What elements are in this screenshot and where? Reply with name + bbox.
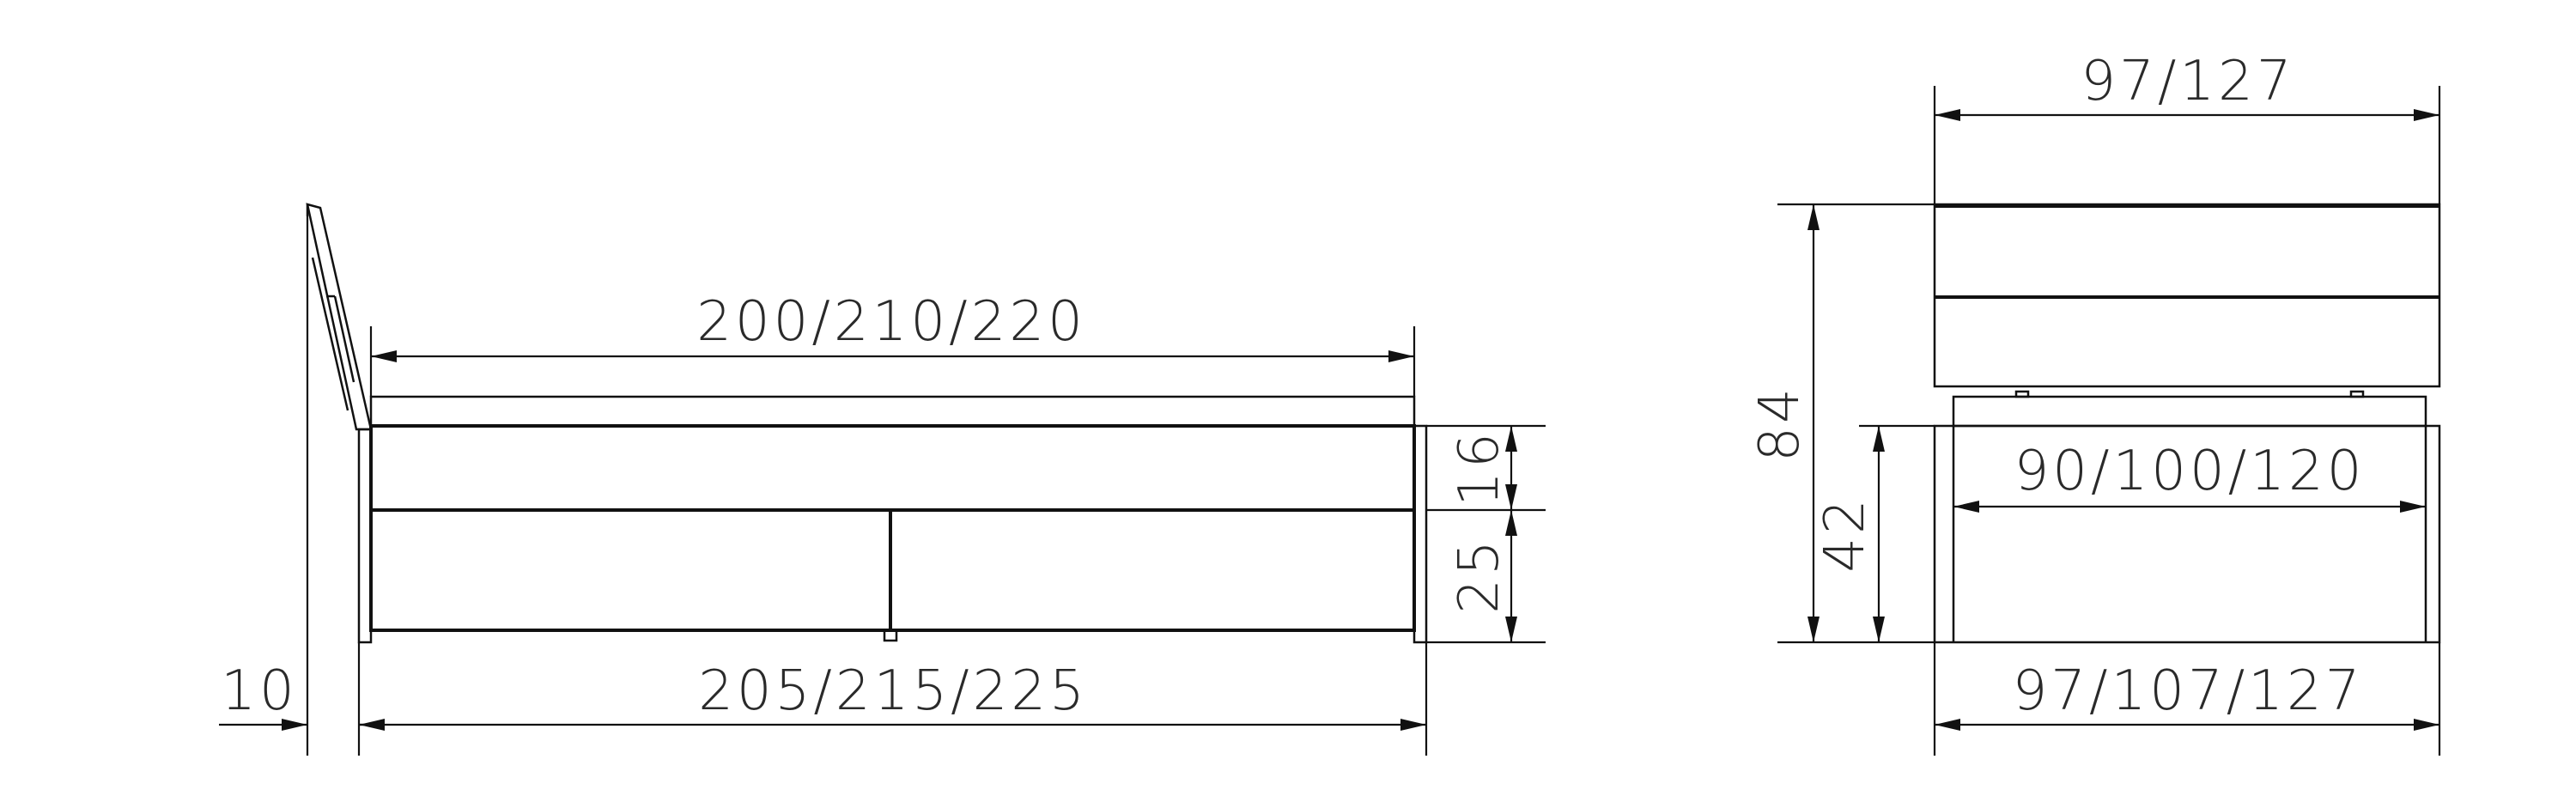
dim-total-height: 84 — [1748, 203, 1935, 644]
dim-outer-length-label: 205/215/225 — [698, 659, 1088, 723]
front-base — [1933, 424, 2441, 644]
foot-post — [1413, 424, 1428, 644]
front-headboard — [1933, 203, 2441, 388]
front-view: 97/127 90/100/120 97/107/127 84 — [1748, 50, 2441, 756]
dim-outer-length: 205/215/225 — [357, 642, 1428, 756]
dim-vertical-side: 16 25 — [1426, 424, 1546, 644]
dim-mattress-height-label: 16 — [1448, 429, 1511, 506]
headboard — [306, 203, 373, 431]
dim-front-base-height-label: 42 — [1814, 495, 1877, 572]
dim-bottom-width-label: 97/107/127 — [2013, 659, 2364, 723]
dim-bottom-width: 97/107/127 — [1933, 642, 2441, 756]
side-view: 200/210/220 205/215/225 10 — [219, 203, 1546, 756]
dim-inner-length-label: 200/210/220 — [696, 290, 1086, 354]
dim-top-width: 97/127 — [1933, 50, 2441, 204]
dim-top-width-label: 97/127 — [2081, 50, 2294, 113]
dim-inner-width: 90/100/120 — [1953, 440, 2426, 513]
dim-total-height-label: 84 — [1748, 385, 1812, 461]
dim-leg-offset-label: 10 — [221, 659, 297, 723]
dim-inner-width-label: 90/100/120 — [2014, 440, 2366, 503]
dim-inner-length: 200/210/220 — [369, 290, 1416, 397]
mattress — [369, 395, 1416, 512]
dim-base-height-label: 25 — [1448, 537, 1511, 613]
front-mattress — [1952, 390, 2427, 428]
dim-leg-offset: 10 — [219, 216, 378, 756]
dim-front-base-height: 42 — [1814, 424, 1935, 642]
back-post — [357, 428, 373, 644]
bed-base — [369, 508, 1416, 642]
